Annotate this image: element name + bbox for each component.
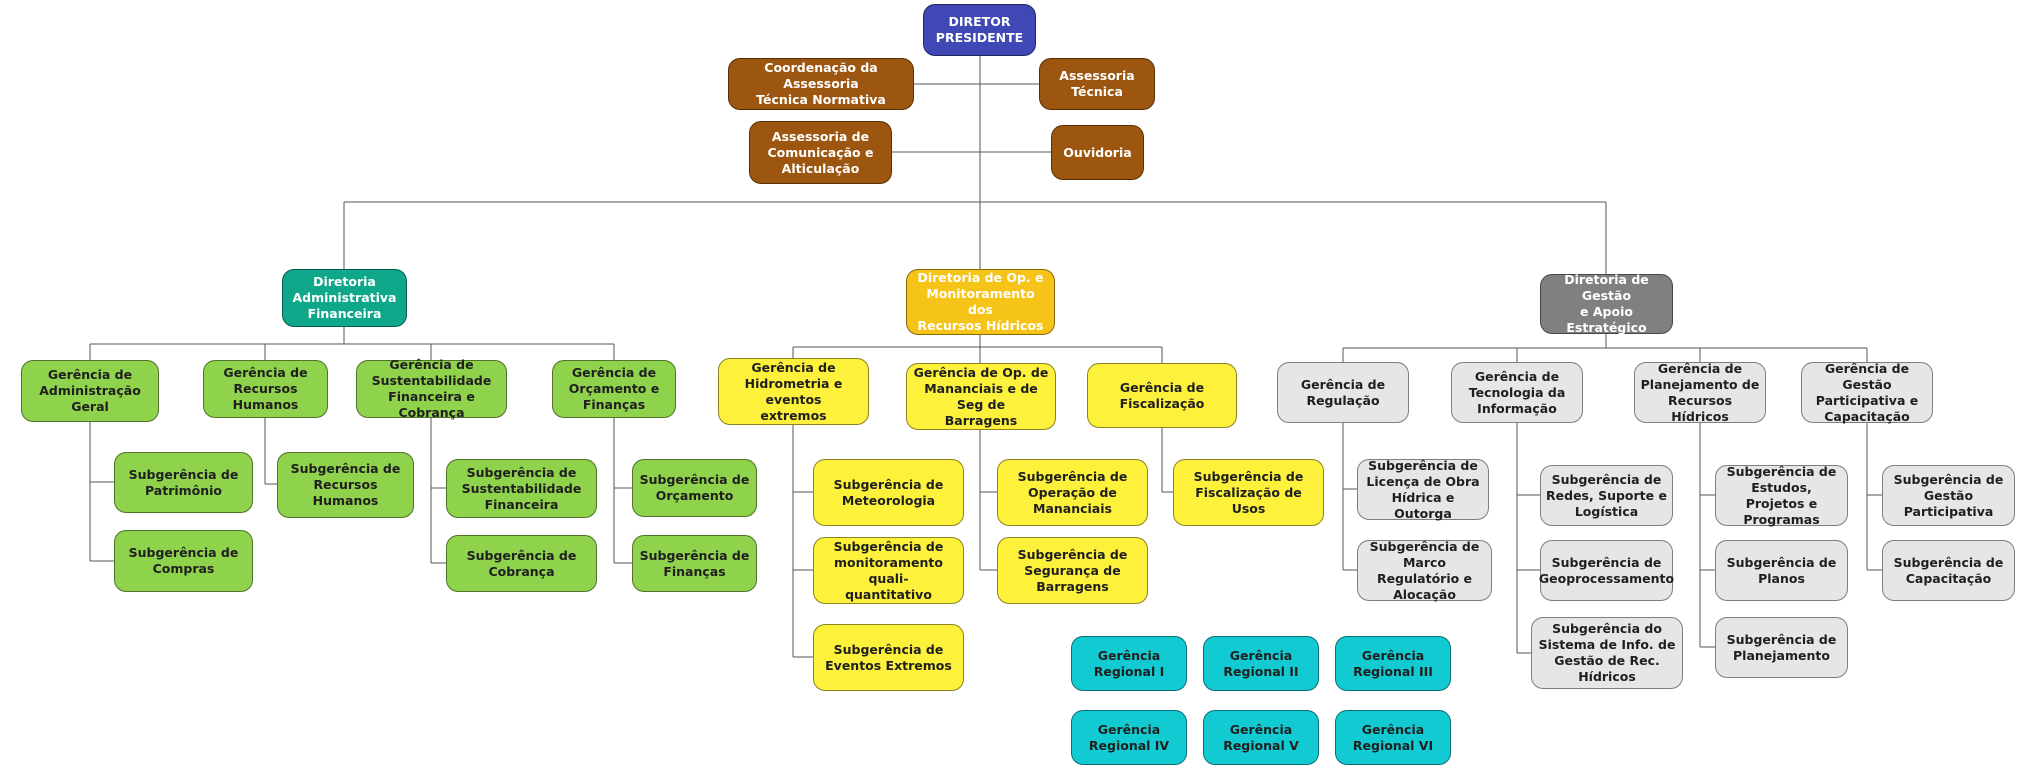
node-diretoria-administrativa: Diretoria Administrativa Financeira	[282, 269, 407, 327]
node-subgerencia-licenca: Subgerência de Licença de Obra Hídrica e…	[1357, 458, 1489, 521]
node-subgerencia-sistema: Subgerência do Sistema de Info. de Gestã…	[1531, 617, 1683, 689]
node-subgerencia-planejamento: Subgerência de Planejamento	[1715, 617, 1848, 678]
node-gerencia-rh: Gerência de Recursos Humanos	[203, 360, 328, 418]
node-gerencia-regional-iii: Gerência Regional III	[1335, 636, 1451, 691]
node-subgerencia-financas: Subgerência de Finanças	[632, 535, 757, 592]
node-subgerencia-orcamento: Subgerência de Orçamento	[632, 459, 757, 517]
node-subgerencia-estudos: Subgerência de Estudos, Projetos e Progr…	[1715, 464, 1848, 527]
node-subgerencia-operacao: Subgerência de Operação de Mananciais	[997, 459, 1148, 526]
node-subgerencia-planos: Subgerência de Planos	[1715, 540, 1848, 601]
node-gerencia-regional-ii: Gerência Regional II	[1203, 636, 1319, 691]
node-subgerencia-eventos: Subgerência de Eventos Extremos	[813, 624, 964, 691]
node-gerencia-planejamento: Gerência de Planejamento de Recursos Híd…	[1634, 361, 1766, 424]
node-subgerencia-seguranca: Subgerência de Segurança de Barragens	[997, 537, 1148, 604]
node-diretor-presidente: DIRETOR PRESIDENTE	[923, 4, 1036, 56]
node-subgerencia-redes: Subgerência de Redes, Suporte e Logístic…	[1540, 465, 1673, 526]
node-subgerencia-rh: Subgerência de Recursos Humanos	[277, 452, 414, 518]
node-gerencia-participativa: Gerência de Gestão Participativa e Capac…	[1801, 361, 1933, 424]
node-gerencia-fiscalizacao: Gerência de Fiscalização	[1087, 363, 1237, 428]
node-gerencia-mananciais: Gerência de Op. de Mananciais e de Seg d…	[906, 363, 1056, 430]
node-gerencia-regional-vi: Gerência Regional VI	[1335, 710, 1451, 765]
node-diretoria-operacoes: Diretoria de Op. e Monitoramento dos Rec…	[906, 269, 1055, 335]
node-gerencia-regional-iv: Gerência Regional IV	[1071, 710, 1187, 765]
node-ouvidoria: Ouvidoria	[1051, 125, 1144, 180]
node-gerencia-hidrometria: Gerência de Hidrometria e eventos extrem…	[718, 358, 869, 425]
node-subgerencia-gestao-participativa: Subgerência de Gestão Participativa	[1882, 465, 2015, 526]
node-gerencia-administracao: Gerência de Administração Geral	[21, 360, 159, 422]
node-subgerencia-geoprocessamento: Subgerência de Geoprocessamento	[1539, 540, 1674, 601]
node-subgerencia-cobranca: Subgerência de Cobrança	[446, 535, 597, 592]
node-subgerencia-marco: Subgerência de Marco Regulatório e Aloca…	[1357, 539, 1492, 602]
node-gerencia-regional-i: Gerência Regional I	[1071, 636, 1187, 691]
node-assessoria-tecnica: Assessoria Técnica	[1039, 58, 1155, 110]
node-gerencia-ti: Gerência de Tecnologia da Informação	[1451, 362, 1583, 423]
node-gerencia-regional-v: Gerência Regional V	[1203, 710, 1319, 765]
node-diretoria-gestao: Diretoria de Gestão e Apoio Estratégico	[1540, 272, 1673, 335]
node-subgerencia-patrimonio: Subgerência de Patrimônio	[114, 452, 253, 513]
node-subgerencia-capacitacao: Subgerência de Capacitação	[1882, 540, 2015, 601]
node-coordenacao-assessoria: Coordenação da Assessoria Técnica Normat…	[728, 58, 914, 110]
node-subgerencia-sustentabilidade: Subgerência de Sustentabilidade Financei…	[446, 459, 597, 518]
node-gerencia-sustentabilidade: Gerência de Sustentabilidade Financeira …	[356, 357, 507, 420]
node-assessoria-comunicacao: Assessoria de Comunicação e Alticulação	[749, 121, 892, 184]
node-subgerencia-compras: Subgerência de Compras	[114, 530, 253, 592]
node-gerencia-orcamento: Gerência de Orçamento e Finanças	[552, 360, 676, 418]
node-subgerencia-meteorologia: Subgerência de Meteorologia	[813, 459, 964, 526]
node-subgerencia-monitoramento: Subgerência de monitoramento quali- quan…	[813, 537, 964, 604]
node-subgerencia-fiscalizacao: Subgerência de Fiscalização de Usos	[1173, 459, 1324, 526]
node-gerencia-regulacao: Gerência de Regulação	[1277, 362, 1409, 423]
